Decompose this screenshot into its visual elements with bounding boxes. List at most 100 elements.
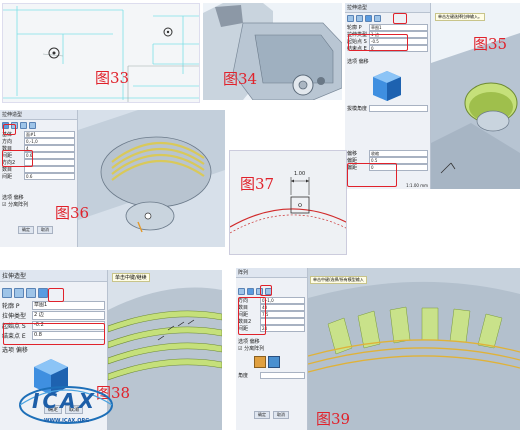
pulley-model-view	[431, 33, 520, 189]
offset2-input[interactable]: 0	[369, 164, 428, 171]
direction2-input[interactable]	[24, 159, 75, 166]
pulley-groove-view	[108, 270, 222, 430]
direction-input[interactable]: 0,-1,0	[260, 297, 305, 304]
circular-pattern-icon[interactable]	[247, 288, 254, 295]
cancel-button[interactable]: 取消	[65, 405, 84, 414]
end-input[interactable]: 0	[369, 45, 428, 52]
draft-angle-input[interactable]	[369, 105, 428, 112]
highlight-box	[393, 13, 407, 24]
figure-caption: 图38	[96, 384, 131, 402]
status-bar: 1:1.00 mm	[406, 183, 428, 188]
pulley-pattern-view	[78, 110, 225, 247]
fill-pattern-icon[interactable]	[29, 122, 36, 129]
start-input[interactable]: -0.5	[369, 38, 428, 45]
curve-pattern-icon[interactable]	[256, 288, 263, 295]
figure-caption: 图37	[240, 175, 275, 193]
button-bar: 确定 取消	[44, 405, 105, 414]
base-input[interactable]: 面#1	[24, 131, 75, 138]
figure34-panel: 图34	[203, 3, 342, 100]
highlight-box	[348, 34, 408, 51]
figure-caption: 图33	[95, 69, 130, 87]
figure-caption: 图35	[473, 35, 508, 53]
section-label[interactable]: 选项 偏移	[238, 339, 260, 345]
spacing2-input[interactable]: 24	[260, 325, 305, 332]
cancel-button[interactable]: 取消	[37, 226, 53, 234]
direction-input[interactable]: 0,-1,0	[24, 138, 75, 145]
highlight-box	[260, 285, 272, 296]
extrude-icon[interactable]	[14, 288, 24, 298]
angle-input[interactable]	[260, 372, 305, 379]
param-row: 数目2	[238, 318, 305, 325]
circular-pattern-icon[interactable]	[11, 122, 18, 129]
separate-checkbox[interactable]: ☑ 分离阵列	[2, 202, 29, 208]
offset1-input[interactable]: 0.5	[369, 157, 428, 164]
sketch-view	[230, 177, 346, 234]
hinge-model-view	[203, 3, 342, 100]
ok-button[interactable]: 确定	[18, 226, 34, 234]
sketch-icon[interactable]	[2, 288, 12, 298]
count2-input[interactable]	[24, 166, 75, 173]
button-bar: 确定 取消	[18, 226, 75, 234]
dialog-title: 拉伸造型	[0, 110, 77, 120]
revolve-icon[interactable]	[365, 15, 372, 22]
prompt-hint: 单击左键选择拉伸输入。	[435, 13, 485, 21]
cube-preview-icon	[373, 71, 401, 101]
curve-pattern-icon[interactable]	[20, 122, 27, 129]
count2-input[interactable]	[260, 318, 305, 325]
section-label[interactable]: 选项 偏移	[347, 59, 369, 65]
offset-type-select[interactable]: 收缩	[369, 150, 428, 157]
loft-icon[interactable]	[38, 288, 48, 298]
prompt-hint: 单击中键/选择/所有模型输入	[310, 276, 367, 284]
separate-checkbox[interactable]: ☑ 分离阵列	[238, 346, 265, 352]
extrude-type-select[interactable]: 2 边	[32, 310, 105, 320]
linear-pattern-icon[interactable]	[238, 288, 245, 295]
section-label[interactable]: 选项 偏移	[2, 195, 24, 201]
pattern-preview-icon[interactable]	[268, 356, 280, 368]
highlight-box	[238, 297, 266, 335]
revolve-icon[interactable]	[26, 288, 36, 298]
highlight-box	[2, 150, 33, 167]
profile-input[interactable]: 草图1	[32, 300, 105, 310]
count-input[interactable]: 4	[24, 145, 75, 152]
count-input[interactable]: 48	[260, 304, 305, 311]
figure-caption: 图39	[316, 410, 351, 428]
profile-input[interactable]: 草图1	[369, 24, 428, 31]
wireframe-view	[3, 6, 199, 102]
pattern-preview-icon[interactable]	[254, 356, 266, 368]
param-row: 角度	[238, 372, 305, 379]
figure37-panel: 1.00 图37	[229, 150, 347, 255]
spacing-input[interactable]: 7.5	[260, 311, 305, 318]
sketch-icon[interactable]	[347, 15, 354, 22]
linear-pattern-icon[interactable]	[2, 122, 9, 129]
param-row: 方向2	[2, 159, 75, 166]
extrude-icon[interactable]	[356, 15, 363, 22]
highlight-box	[3, 323, 105, 345]
ok-button[interactable]: 确定	[254, 411, 270, 419]
cancel-button[interactable]: 取消	[273, 411, 289, 419]
highlight-box	[347, 163, 397, 187]
sweep-icon[interactable]	[374, 15, 381, 22]
spacing-input[interactable]: 0.6	[24, 152, 75, 159]
ok-button[interactable]: 确定	[44, 405, 63, 414]
spacing2-input[interactable]: 0.6	[24, 173, 75, 180]
preview-icons	[254, 356, 289, 368]
highlight-box	[3, 124, 16, 135]
section-label[interactable]: 选项 偏移	[2, 347, 28, 354]
